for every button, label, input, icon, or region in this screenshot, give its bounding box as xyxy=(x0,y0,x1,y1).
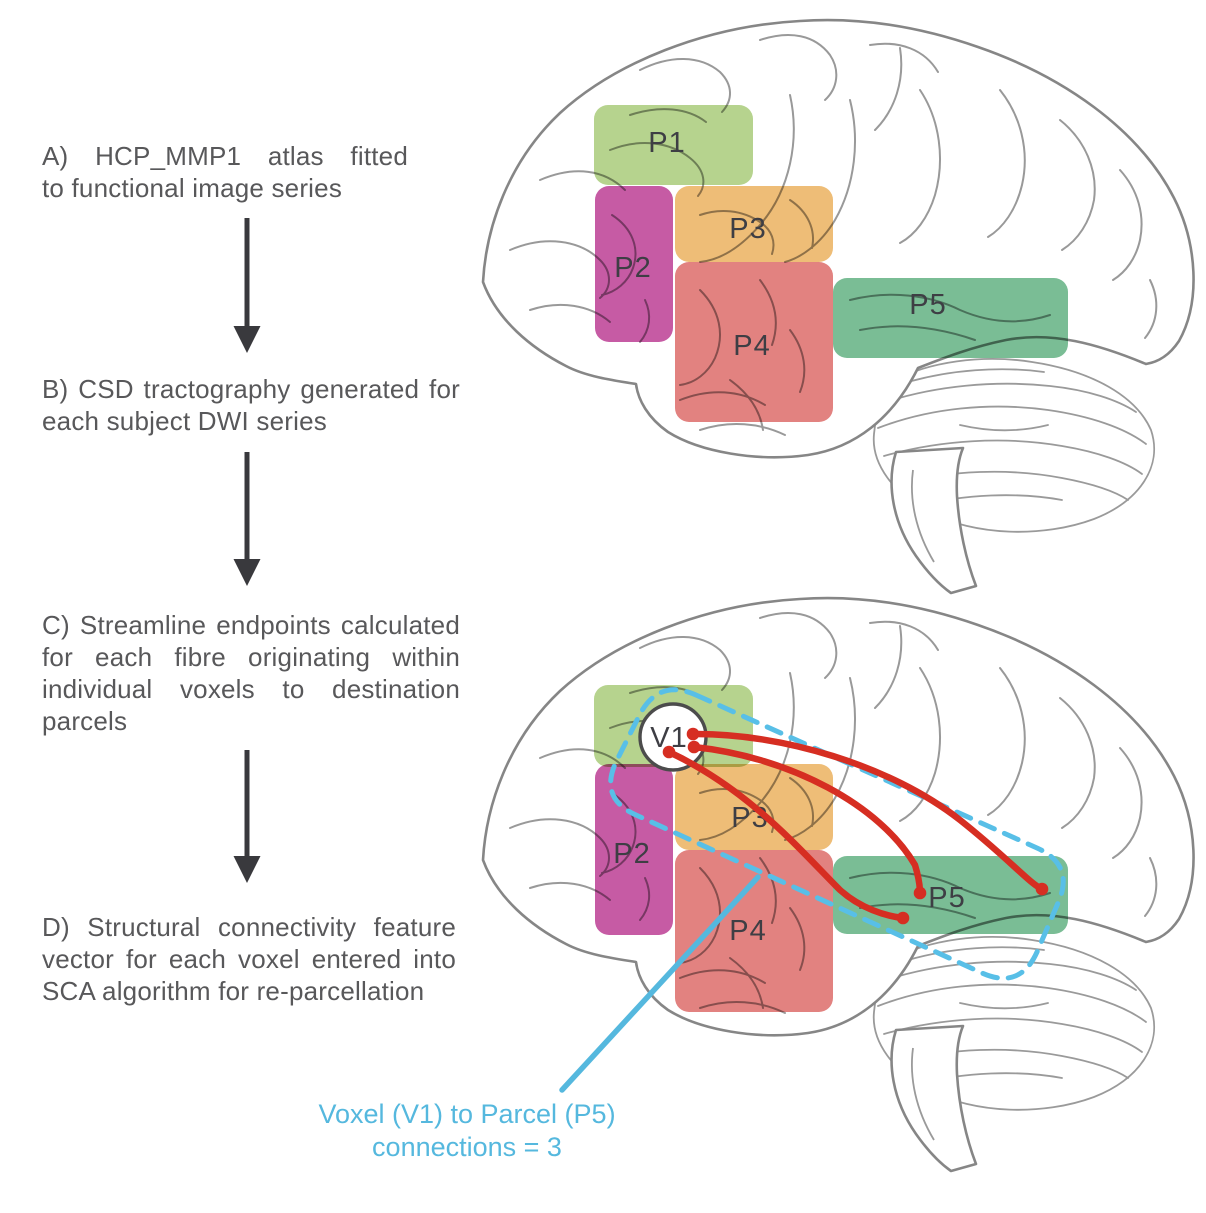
parcel-p3-top xyxy=(675,186,833,262)
parcel-p2-bottom xyxy=(595,764,673,935)
parcel-p5-label: P5 xyxy=(928,882,965,914)
streamline-endpoint xyxy=(662,745,676,759)
streamline-endpoint xyxy=(687,740,701,754)
streamline-3 xyxy=(665,748,907,922)
arrow-down-1 xyxy=(233,218,261,353)
parcel-p4-label: P4 xyxy=(733,330,770,362)
step-c-text: C) Streamline endpoints calculated for e… xyxy=(42,609,460,737)
parcel-p5-label: P5 xyxy=(909,289,946,321)
step-line: B) CSD tractography generated for xyxy=(42,374,460,404)
parcel-p1-top xyxy=(594,105,753,185)
step-line: parcels xyxy=(42,706,128,736)
parcel-p2-label: P2 xyxy=(614,252,651,284)
step-line: vector for each voxel entered into xyxy=(42,944,456,974)
streamline-endpoint xyxy=(1035,882,1049,896)
streamline-2 xyxy=(690,743,924,897)
annotation-line1: Voxel (V1) to Parcel (P5) xyxy=(318,1099,615,1129)
arrow-down-2 xyxy=(233,452,261,586)
dashed-connection-outline xyxy=(608,687,1066,981)
step-line: C) Streamline endpoints calculated xyxy=(42,610,460,640)
parcel-p2-top xyxy=(595,186,673,342)
step-d-text: D) Structural connectivity feature vecto… xyxy=(42,911,456,1007)
parcel-p4-top xyxy=(675,262,833,422)
step-line: for each fibre originating within xyxy=(42,642,460,672)
parcel-p1-label: P1 xyxy=(648,127,685,159)
arrow-down-3 xyxy=(233,750,261,883)
step-line: to functional image series xyxy=(42,173,343,203)
step-a-text: A) HCP_MMP1 atlas fitted to functional i… xyxy=(42,140,408,204)
callout-line xyxy=(559,874,761,1093)
workflow-arrows xyxy=(233,218,261,883)
streamline-1 xyxy=(689,730,1046,893)
step-line: A) HCP_MMP1 atlas fitted xyxy=(42,141,408,171)
streamlines xyxy=(662,727,1049,925)
parcel-p4-label: P4 xyxy=(729,915,766,947)
step-b-text: B) CSD tractography generated for each s… xyxy=(42,373,460,437)
step-line: each subject DWI series xyxy=(42,406,327,436)
parcel-p3-label: P3 xyxy=(729,213,766,245)
streamline-endpoint xyxy=(913,886,927,900)
atlas-parcels-top: P1 P2 P3 P4 P5 xyxy=(594,105,1068,422)
streamline-endpoint xyxy=(686,727,700,741)
parcel-p5-top xyxy=(833,278,1068,358)
annotation-line2: connections = 3 xyxy=(372,1132,562,1162)
streamline-endpoint xyxy=(896,911,910,925)
step-line: individual voxels to destination xyxy=(42,674,460,704)
parcel-p4-bottom xyxy=(675,850,833,1012)
parcel-p3-label: P3 xyxy=(731,802,768,834)
step-line: SCA algorithm for re-parcellation xyxy=(42,976,425,1006)
step-line: D) Structural connectivity feature xyxy=(42,912,456,942)
parcel-p2-label: P2 xyxy=(613,838,650,870)
